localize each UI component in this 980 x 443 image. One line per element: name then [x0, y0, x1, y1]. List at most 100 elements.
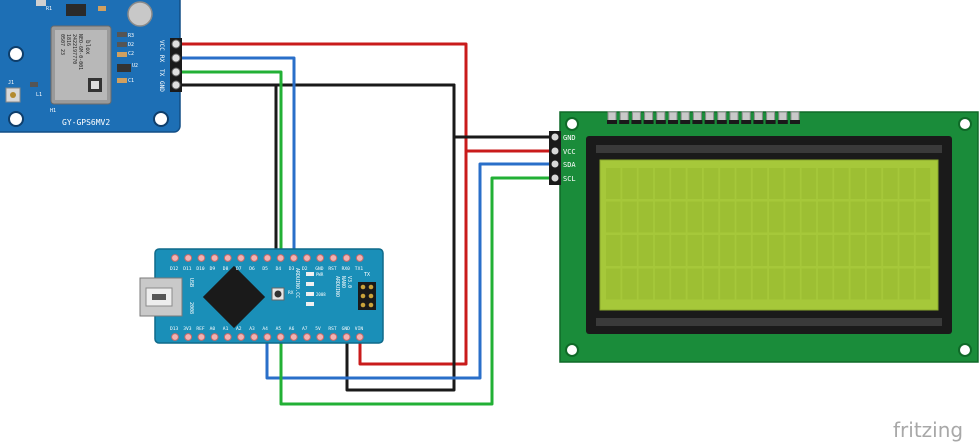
lcd-header-base	[741, 120, 752, 124]
lcd-header-base	[643, 120, 654, 124]
silk-arduino: ARDUINO	[334, 276, 340, 297]
silk-usb: USB	[188, 278, 194, 287]
lcd-character-cell	[638, 235, 654, 266]
lcd-header-base	[765, 120, 776, 124]
icsp-pin	[368, 293, 374, 299]
component	[98, 6, 106, 11]
led-pwr	[306, 292, 314, 296]
lcd-character-cell	[866, 268, 882, 300]
wires	[174, 42, 562, 406]
led-tx	[306, 272, 314, 276]
wire-red-vin	[358, 149, 468, 366]
nano-pin-d13	[171, 333, 179, 341]
nano-pin-a4	[263, 333, 272, 341]
gps-pin-label-tx: TX	[158, 69, 165, 77]
lcd-character-cell	[899, 201, 914, 233]
nano-pin-label: D2	[302, 266, 308, 272]
lcd-pin-label-scl: SCL	[563, 175, 576, 183]
silk-icsp: TX	[364, 272, 370, 278]
chip-code: 2422197770	[71, 34, 77, 64]
nano-pin-a6	[289, 333, 298, 341]
fritzing-watermark: fritzing	[893, 418, 963, 442]
lcd-character-cell	[801, 168, 817, 199]
lcd-pin-label-sda: SDA	[563, 161, 576, 169]
backup-battery	[127, 1, 153, 27]
silk-version: V3.0	[346, 276, 352, 288]
silk-2008: 2008	[188, 302, 194, 314]
gps-pin-label-rx: RX	[158, 55, 165, 63]
lcd-character-cell	[785, 268, 800, 300]
lcd-character-cell	[801, 201, 817, 233]
icsp-pin	[360, 284, 366, 290]
nano-pin-label: RST	[328, 326, 337, 332]
lcd-character-cell	[638, 268, 654, 300]
silk-nano: NANO	[340, 276, 346, 288]
lcd-header-base	[631, 120, 642, 124]
gps-pin-label-vcc: VCC	[158, 40, 165, 51]
component	[66, 4, 86, 16]
silk-rst: RX	[288, 290, 294, 296]
lcd-header-base	[692, 120, 703, 124]
lcd-character-cell	[752, 268, 768, 300]
lcd-header-base	[655, 120, 666, 124]
lcd-character-cell	[703, 201, 719, 233]
lcd-character-cell	[866, 168, 882, 199]
lcd-character-cell	[606, 268, 621, 300]
lcd-character-cell	[638, 168, 654, 199]
nano-pin-d9	[210, 254, 219, 262]
nano-pin-d6	[250, 254, 259, 262]
lcd-character-cell	[834, 235, 849, 266]
reset-button-cap[interactable]	[274, 290, 282, 298]
silk-l1: L1	[36, 92, 42, 98]
lcd-character-cell	[915, 168, 931, 199]
lcd-character-cell	[752, 235, 768, 266]
nano-pin-label: A4	[262, 326, 268, 332]
lcd-character-cell	[752, 201, 768, 233]
usb-port-inner	[152, 294, 166, 300]
icsp-pin	[360, 293, 366, 299]
lcd-character-cell	[883, 268, 898, 300]
lcd-character-cell	[720, 168, 735, 199]
nano-pin-a3	[250, 333, 259, 341]
arduino-nano: USB 2008 RX PWR 2008 ARDUINO.CC ARDUINO …	[139, 248, 384, 344]
nano-pin-label: D11	[183, 266, 192, 272]
nano-pin-label: 5V	[315, 326, 321, 332]
lcd-character-cell	[736, 268, 751, 300]
component	[117, 78, 127, 83]
mount-hole	[565, 117, 579, 131]
lcd-character-cell	[671, 201, 686, 233]
chip-brand: blox	[84, 40, 91, 55]
lcd-character-cell	[606, 235, 621, 266]
nano-pin-label: D3	[289, 266, 295, 272]
silk-h1: H1	[50, 108, 56, 114]
component	[36, 0, 46, 6]
silk-c1: C1	[128, 78, 134, 84]
lcd-character-cell	[622, 201, 637, 233]
silk-r1: R1	[46, 6, 52, 12]
lcd-header-base	[716, 120, 727, 124]
lcd-character-cell	[606, 201, 621, 233]
lcd-bezel-rail-bottom	[596, 318, 942, 326]
lcd-character-cell	[622, 235, 637, 266]
lcd-character-cell	[817, 235, 833, 266]
led-rx	[306, 282, 314, 286]
nano-pin-5v	[316, 333, 325, 341]
lcd-character-cell	[736, 168, 751, 199]
wire-green-tx	[174, 70, 283, 260]
nano-pin-d4	[276, 254, 285, 262]
nano-pin-d3	[289, 254, 298, 262]
nano-pin-d7	[237, 254, 245, 262]
lcd-character-cell	[687, 168, 702, 199]
nano-pin-gnd	[342, 333, 351, 341]
lcd-character-cell	[606, 168, 621, 199]
lcd-character-cell	[654, 201, 670, 233]
lcd-header-base	[668, 120, 678, 124]
component	[117, 52, 127, 57]
lcd-character-cell	[817, 201, 833, 233]
lcd-character-cell	[883, 201, 898, 233]
lcd-character-cell	[638, 201, 654, 233]
led-l	[306, 302, 314, 306]
lcd-character-cell	[703, 168, 719, 199]
lcd-character-cell	[671, 235, 686, 266]
